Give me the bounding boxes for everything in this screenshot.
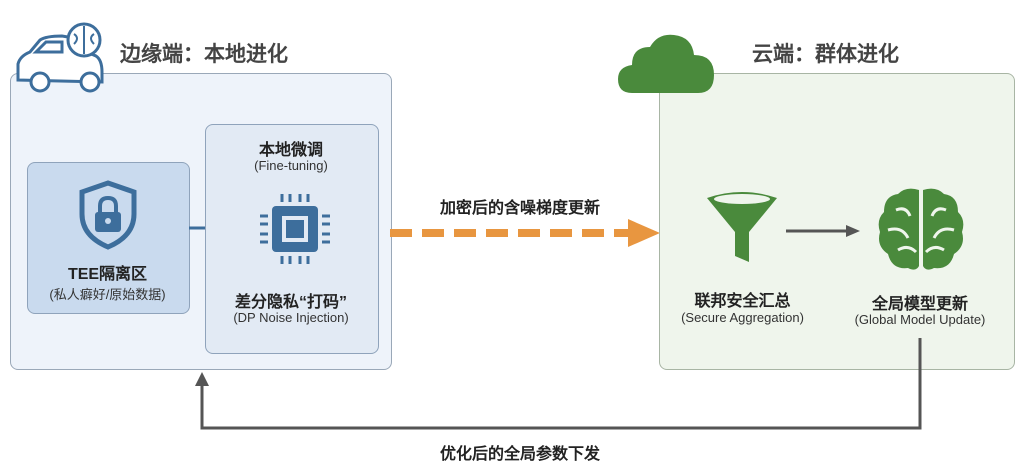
edge-title: 边缘端：本地进化 [120,43,288,66]
shield-lock-icon [79,180,137,250]
global-model-title: 全局模型更新 [871,296,968,313]
aggregation-subtitle: (Secure Aggregation) [681,310,804,325]
tee-box [27,162,190,314]
car-brain-icon [16,22,104,93]
cloud-icon [618,34,714,93]
aggregation-arrow [786,225,860,237]
tee-subtitle: (私人癖好/原始数据) [49,287,166,302]
chip-icon [260,194,330,264]
upload-label: 加密后的含噪梯度更新 [439,200,600,217]
dp-title: 差分隐私“打码” [234,294,347,311]
finetune-subtitle: (Fine-tuning) [254,158,328,173]
tee-title: TEE隔离区 [67,266,148,283]
finetune-title: 本地微调 [258,142,323,159]
dp-subtitle: (DP Noise Injection) [233,310,349,325]
aggregation-title: 联邦安全汇总 [694,293,791,310]
cloud-title: 云端：群体进化 [752,43,899,66]
funnel-icon [707,192,777,262]
upload-dashed-arrow [390,219,660,247]
brain-icon [878,188,964,270]
global-model-subtitle: (Global Model Update) [854,312,986,327]
download-label: 优化后的全局参数下发 [439,446,600,463]
